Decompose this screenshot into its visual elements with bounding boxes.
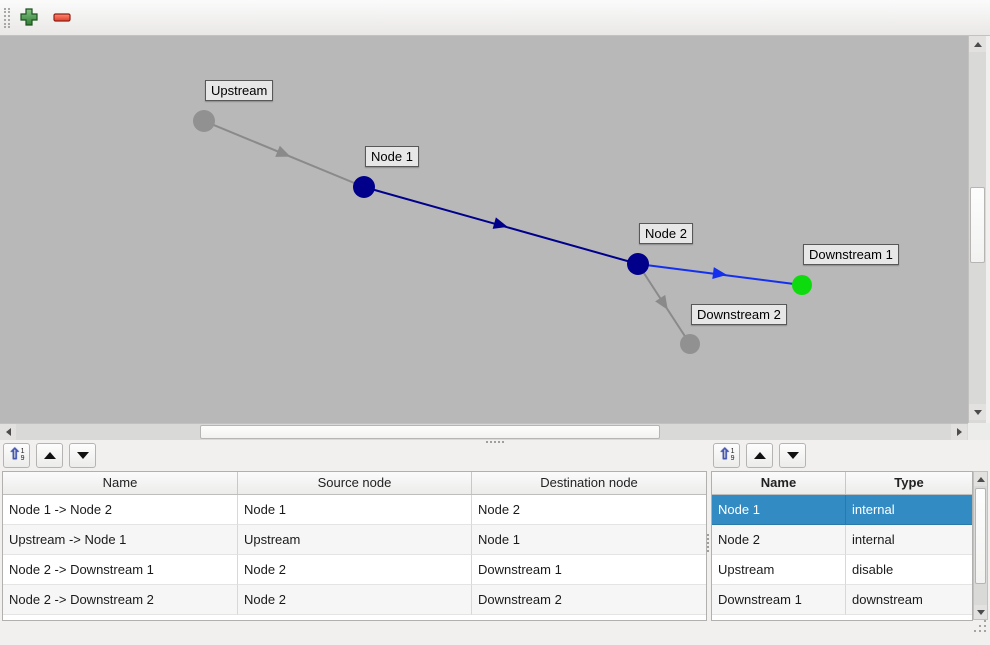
scroll-right-button[interactable] [951, 424, 967, 440]
toolbar-grip[interactable] [4, 8, 10, 28]
node-node2[interactable] [627, 253, 649, 275]
cell-name[interactable]: Node 2 -> Downstream 1 [3, 555, 238, 585]
cell-name[interactable]: Downstream 1 [712, 585, 846, 615]
arrow-up-icon [976, 476, 985, 482]
nodes-move-up-button[interactable] [746, 443, 773, 468]
canvas-vertical-scrollbar[interactable] [968, 36, 986, 423]
main-toolbar [0, 0, 990, 36]
column-header-name[interactable]: Name [3, 472, 238, 494]
table-row[interactable]: Node 2 internal [712, 525, 972, 555]
move-down-icon [786, 452, 799, 459]
cell-type[interactable]: downstream [846, 585, 972, 615]
scroll-up-button[interactable] [974, 472, 987, 486]
horizontal-scroll-thumb[interactable] [200, 425, 660, 439]
table-row[interactable]: Upstream -> Node 1 Upstream Node 1 [3, 525, 706, 555]
cell-destination[interactable]: Node 1 [472, 525, 706, 555]
node-downstream2[interactable] [680, 334, 700, 354]
node-label-node2[interactable]: Node 2 [639, 223, 693, 244]
cell-source[interactable]: Node 2 [238, 555, 472, 585]
cell-name[interactable]: Node 2 -> Downstream 2 [3, 585, 238, 615]
edge-arrow-icon [655, 294, 668, 310]
arrow-left-icon [5, 428, 11, 436]
edge-arrow-icon [492, 217, 508, 229]
nodes-table: Name Type Node 1 internal Node 2 interna… [711, 471, 973, 621]
edges-move-up-button[interactable] [36, 443, 63, 468]
table-row[interactable]: Upstream disable [712, 555, 972, 585]
column-header-type[interactable]: Type [894, 475, 924, 490]
cell-source[interactable]: Node 2 [238, 585, 472, 615]
cell-type[interactable]: internal [846, 495, 972, 525]
scroll-left-button[interactable] [0, 424, 16, 440]
network-graph [193, 110, 812, 354]
scroll-down-button[interactable] [969, 404, 986, 420]
cell-source[interactable]: Node 1 [238, 495, 472, 525]
edges-table-header: Name Source node Destination node [3, 472, 706, 495]
edge-arrow-icon [712, 267, 727, 280]
table-row[interactable]: Downstream 1 downstream [712, 585, 972, 615]
cell-destination[interactable]: Downstream 1 [472, 555, 706, 585]
edge-arrow-icon [275, 145, 291, 157]
table-row-selected[interactable]: Node 1 internal [712, 495, 972, 525]
scroll-down-button[interactable] [974, 605, 987, 619]
nodes-table-header: Name Type [712, 472, 972, 495]
column-header-destination-node[interactable]: Destination node [540, 475, 638, 490]
table-row[interactable]: Node 2 -> Downstream 2 Node 2 Downstream… [3, 585, 706, 615]
horizontal-splitter-handle[interactable] [486, 441, 488, 443]
vertical-scroll-thumb[interactable] [970, 187, 985, 263]
table-row[interactable]: Node 1 -> Node 2 Node 1 Node 2 [3, 495, 706, 525]
remove-button[interactable] [50, 6, 74, 30]
node-label-downstream1[interactable]: Downstream 1 [803, 244, 899, 265]
sort-ascending-icon: ⇧ [719, 446, 735, 464]
cell-name[interactable]: Upstream -> Node 1 [3, 525, 238, 555]
nodes-table-scrollbar[interactable] [973, 471, 988, 620]
cell-source[interactable]: Upstream [238, 525, 472, 555]
move-up-icon [43, 452, 56, 459]
scrollbar-corner [968, 423, 990, 440]
sort-ascending-icon: ⇧ [9, 446, 25, 464]
edges-table: Name Source node Destination node Node 1… [2, 471, 707, 621]
node-downstream1[interactable] [792, 275, 812, 295]
scroll-up-button[interactable] [969, 36, 986, 52]
minus-icon [52, 7, 72, 30]
cell-destination[interactable]: Downstream 2 [472, 585, 706, 615]
add-button[interactable] [17, 6, 41, 30]
window-resize-grip[interactable] [974, 630, 976, 632]
cell-destination[interactable]: Node 2 [472, 495, 706, 525]
node-label-node1[interactable]: Node 1 [365, 146, 419, 167]
arrow-down-icon [976, 609, 985, 615]
edges-move-down-button[interactable] [69, 443, 96, 468]
table-row[interactable]: Node 2 -> Downstream 1 Node 2 Downstream… [3, 555, 706, 585]
vertical-splitter-handle[interactable] [707, 534, 709, 536]
cell-type[interactable]: disable [846, 555, 972, 585]
cell-name[interactable]: Node 1 [712, 495, 846, 525]
cell-type[interactable]: internal [846, 525, 972, 555]
node-upstream[interactable] [193, 110, 215, 132]
arrow-right-icon [956, 428, 962, 436]
move-up-icon [753, 452, 766, 459]
cell-name[interactable]: Node 1 -> Node 2 [3, 495, 238, 525]
node-node1[interactable] [353, 176, 375, 198]
arrow-down-icon [973, 409, 982, 415]
edges-sort-button[interactable]: ⇧ [3, 443, 30, 468]
nodes-sort-button[interactable]: ⇧ [713, 443, 740, 468]
node-label-downstream2[interactable]: Downstream 2 [691, 304, 787, 325]
node-label-upstream[interactable]: Upstream [205, 80, 274, 101]
plus-icon [19, 7, 39, 30]
cell-name[interactable]: Node 2 [712, 525, 846, 555]
network-canvas[interactable]: Upstream Node 1 Node 2 Downstream 1 Down… [0, 36, 968, 423]
nodes-move-down-button[interactable] [779, 443, 806, 468]
cell-name[interactable]: Upstream [712, 555, 846, 585]
canvas-horizontal-scrollbar[interactable] [0, 423, 968, 440]
arrow-up-icon [973, 41, 982, 47]
vertical-scroll-thumb[interactable] [975, 488, 986, 584]
move-down-icon [76, 452, 89, 459]
column-header-source-node[interactable]: Source node [238, 472, 472, 494]
column-header-name[interactable]: Name [712, 472, 846, 494]
